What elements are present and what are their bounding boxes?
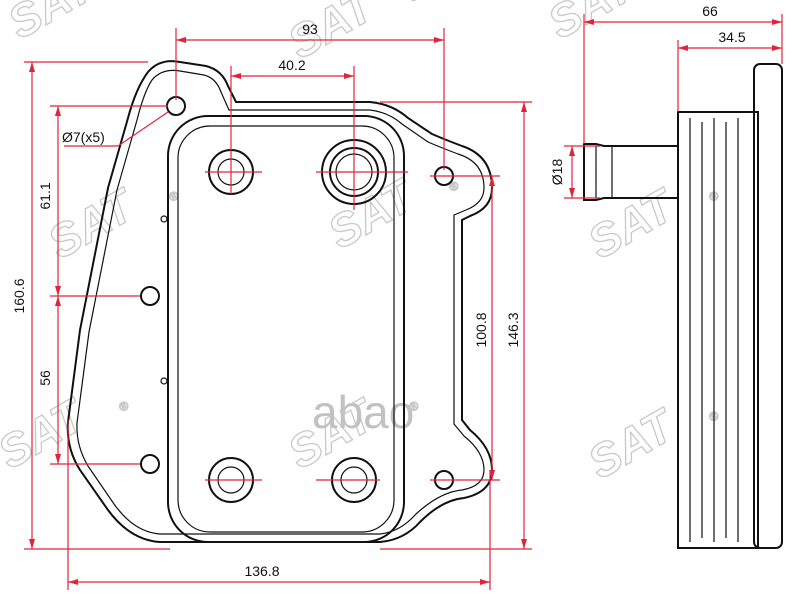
core-plate bbox=[167, 115, 405, 543]
bolt-hole-left-middle bbox=[140, 286, 160, 306]
stud-lower bbox=[160, 377, 168, 385]
dim-side-body: 34.5 bbox=[718, 29, 745, 45]
watermark-registered-4: ® bbox=[447, 178, 462, 195]
dim-bottom-width: 136.8 bbox=[244, 563, 279, 579]
side-body bbox=[677, 111, 759, 549]
watermark-text-8: SAT bbox=[579, 397, 685, 488]
watermark-text-5: SAT bbox=[579, 177, 685, 268]
watermark-text-3: SAT bbox=[39, 177, 145, 268]
watermark-text-4: SAT bbox=[319, 167, 425, 258]
flange-inner-outline bbox=[76, 69, 485, 535]
bolt-hole-left-lower bbox=[140, 454, 160, 474]
watermark-text-0: SAT bbox=[0, 0, 105, 49]
side-pipe bbox=[583, 143, 678, 201]
dim-overall-height: 160.6 bbox=[11, 278, 27, 313]
dim-hole-spacing: 40.2 bbox=[278, 57, 305, 73]
dim-outer-height: 146.3 bbox=[505, 312, 521, 347]
dim-side-depth: 66 bbox=[702, 3, 718, 19]
core-plate-inner bbox=[177, 125, 395, 533]
dim-inner-height: 100.8 bbox=[473, 312, 489, 347]
side-base-plate bbox=[753, 63, 783, 549]
dim-pipe-diameter: Ø18 bbox=[549, 159, 565, 186]
dimension-labels: 93 40.2 Ø7(x5) 61.1 160.6 56 136.8 100.8… bbox=[11, 3, 746, 579]
watermark-text-6: SAT bbox=[0, 387, 95, 478]
dim-bolt-hole: Ø7(x5) bbox=[62, 129, 105, 145]
dim-side-lower: 56 bbox=[37, 370, 53, 386]
stud-upper bbox=[160, 215, 168, 223]
side-view bbox=[583, 63, 783, 549]
front-view bbox=[66, 60, 494, 543]
watermark-registered-6: ® bbox=[117, 398, 132, 415]
watermark-registered-1: ® bbox=[407, 0, 422, 5]
dimension-lines bbox=[24, 14, 783, 590]
dim-top-width: 93 bbox=[302, 21, 318, 37]
brand-logo: abao bbox=[312, 386, 414, 438]
flange-outline bbox=[66, 60, 494, 543]
dim-side-upper: 61.1 bbox=[37, 182, 53, 209]
